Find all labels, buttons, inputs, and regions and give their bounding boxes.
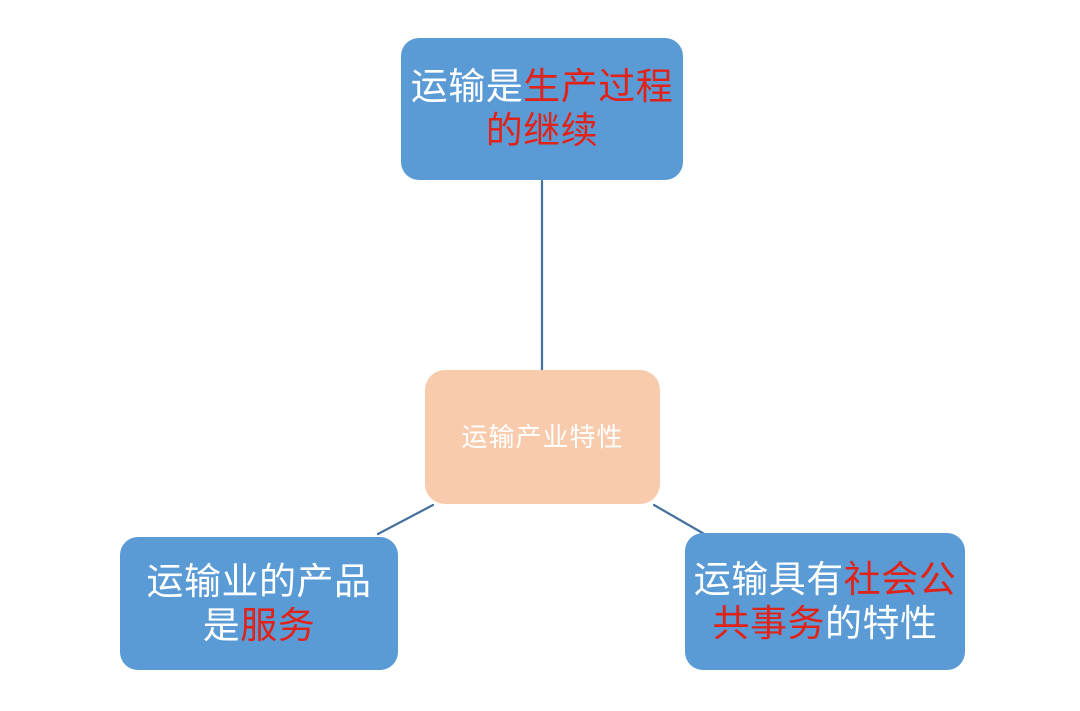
connector-center-to-right [652,503,708,537]
node-center-label: 运输产业特性 [461,421,624,452]
node-transport-has-public-affairs-nature[interactable]: 运输具有社会公共事务的特性 [685,533,965,670]
node-top-segment-plain: 运输是 [410,66,524,108]
node-transport-product-is-service[interactable]: 运输业的产品是服务 [120,537,398,670]
node-right-segment-plain-tail: 的特性 [825,602,938,644]
connector-center-to-left [376,503,435,536]
node-top-segment-highlight: 生产过程的继续 [485,66,674,151]
node-left-text: 运输业的产品是服务 [120,560,398,647]
node-right-segment-highlight: 社会公共事务 [712,558,957,644]
node-top-text: 运输是生产过程的继续 [401,65,683,152]
node-right-text: 运输具有社会公共事务的特性 [685,558,965,645]
node-right-segment-plain-lead: 运输具有 [693,558,844,600]
node-left-segment-highlight: 服务 [240,604,316,646]
node-transport-is-continuation-of-production[interactable]: 运输是生产过程的继续 [401,38,683,180]
node-left-segment-plain: 运输业的产品是 [146,560,372,646]
node-transport-industry-characteristics[interactable]: 运输产业特性 [425,370,660,504]
